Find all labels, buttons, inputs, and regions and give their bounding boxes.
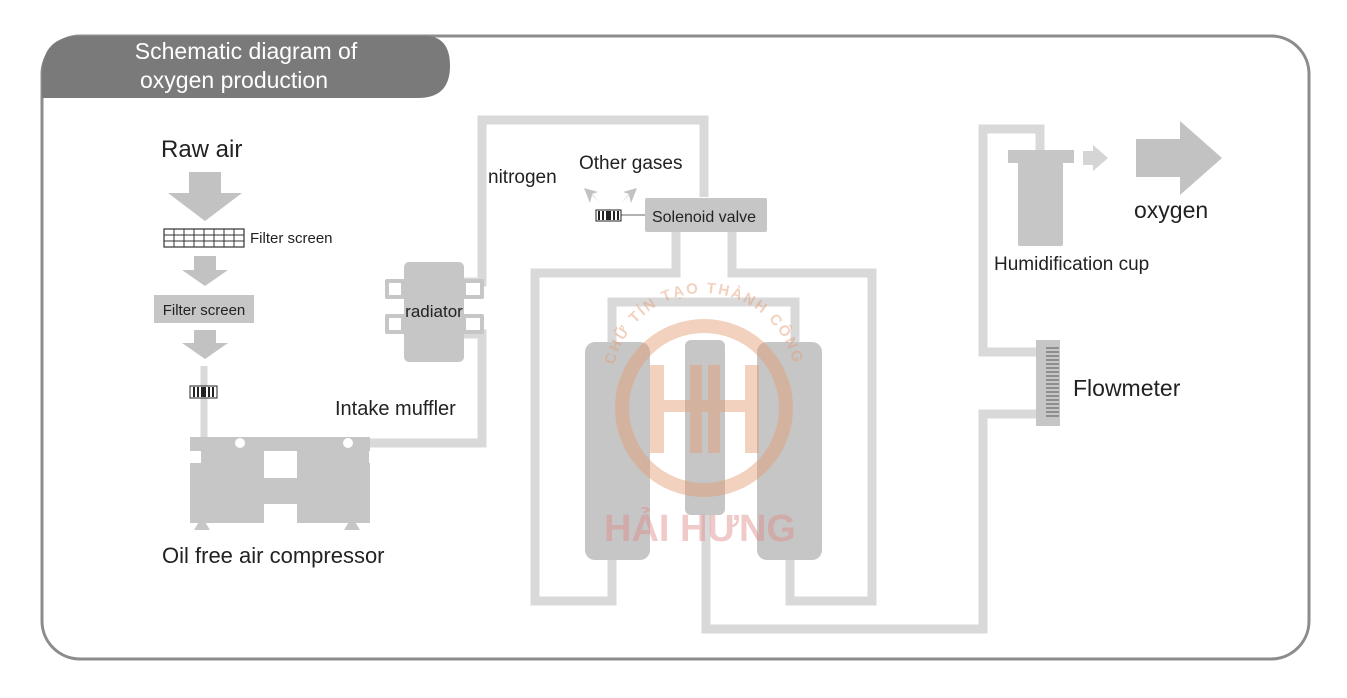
solenoid-valve [645,198,767,232]
oxygen-storage-tank [685,340,725,515]
diagram-title-line1: Schematic diagram of [135,38,358,64]
cup-out-arrow [1083,145,1108,171]
inlet-connector-icon [189,385,218,399]
exhaust-muffler-icon [595,209,622,222]
nitrogen-label: nitrogen [488,167,557,188]
intake-muffler-label: Intake muffler [335,398,456,420]
raw-air-label: Raw air [161,136,242,163]
other-gases-label: Other gases [579,153,683,174]
left-sieve-tower [585,342,650,560]
compressor-label: Oil free air compressor [162,543,385,568]
pipe-tank-to-flowmeter [701,409,1040,634]
radiator [385,262,484,362]
flowmeter [1036,340,1060,426]
filter-down-arrow-1 [182,256,228,286]
other-gases-out-arrow [621,188,637,203]
diagram-title-line2: oxygen production [140,67,328,93]
oil-free-air-compressor [190,437,370,530]
filter-screen-label-2: Filter screen [163,302,246,319]
pipe-flowmeter-to-cup [978,124,1045,357]
humidification-cup-label: Humidification cup [994,254,1149,275]
svg-text:HẢI HƯNG: HẢI HƯNG [604,506,796,550]
raw-air-down-arrow [168,172,242,221]
oxygen-label: oxygen [1134,197,1208,223]
filter-down-arrow-2 [182,330,228,359]
solenoid-valve-label: Solenoid valve [652,209,756,226]
pipe-valve-right-tower [727,232,877,606]
pipe-valve-left-tower [530,232,681,606]
pipe-tower-cross [607,297,800,342]
right-sieve-tower [757,342,822,560]
nitrogen-out-arrow [584,188,600,203]
filter-screen-mesh [163,228,245,248]
flowmeter-label: Flowmeter [1073,375,1181,401]
oxygen-out-arrow [1136,121,1222,195]
filter-screen-label-1: Filter screen [250,230,333,247]
title-tab [42,36,450,98]
humidification-cup [1008,150,1074,246]
filter-screen-box [154,295,254,323]
radiator-label: radiator [405,302,463,321]
